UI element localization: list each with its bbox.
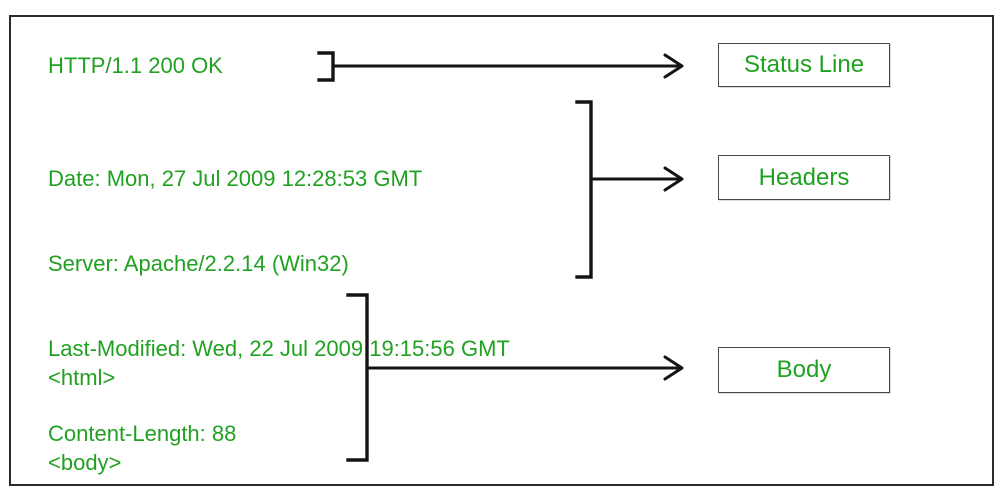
body-text: <html> <body> <h1>Hello, World!</h1> </b… xyxy=(48,307,280,499)
header-line-server: Server: Apache/2.2.14 (Win32) xyxy=(48,251,349,277)
diagram-outer-border xyxy=(9,15,994,486)
header-line-date: Date: Mon, 27 Jul 2009 12:28:53 GMT xyxy=(48,165,423,191)
status-line-text: HTTP/1.1 200 OK xyxy=(48,53,223,78)
body-label: Body xyxy=(776,356,832,383)
headers-text: Date: Mon, 27 Jul 2009 12:28:53 GMT Serv… xyxy=(48,108,510,499)
headers-label: Headers xyxy=(758,163,850,191)
headers-label-box: Headers xyxy=(718,155,890,200)
status-line-label: Status Line xyxy=(743,51,865,78)
header-line-content-length: Content-Length: 88 xyxy=(48,421,237,447)
header-line-last-modified: Last-Modified: Wed, 22 Jul 2009 19:15:56… xyxy=(48,336,510,362)
body-line-html-open: <html> xyxy=(48,364,116,390)
body-line-body-open: <body> xyxy=(48,450,122,476)
status-line-label-box: Status Line xyxy=(718,43,890,87)
body-label-box: Body xyxy=(718,347,890,393)
